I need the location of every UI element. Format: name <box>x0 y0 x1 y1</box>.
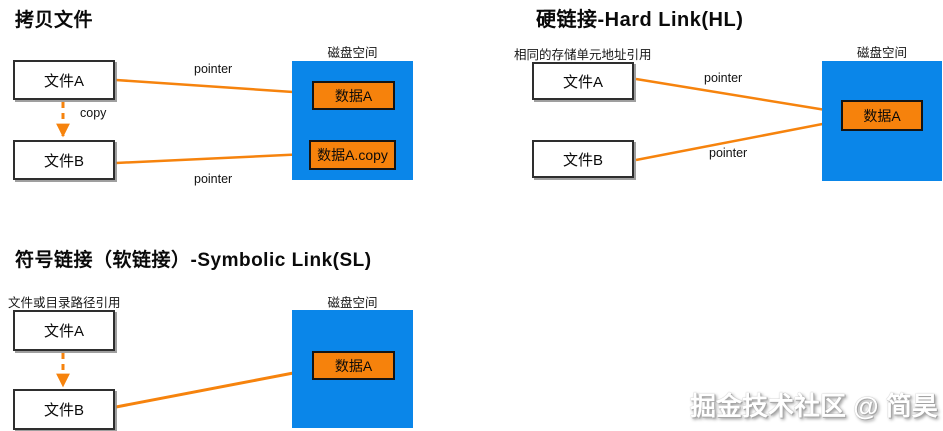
sl-disk-space-label: 磁盘空间 <box>327 296 378 310</box>
copy-data-a-copy-box: 数据A.copy <box>309 140 396 170</box>
copy-file-b-label: 文件B <box>43 152 84 170</box>
sl-data-a-label: 数据A <box>334 357 373 374</box>
hl-file-b-label: 文件B <box>562 151 603 169</box>
arrow-sl-fileb-to-dataa <box>115 365 311 409</box>
symbolic-link-ref-label: 文件或目录路径引用 <box>8 296 121 310</box>
hl-pointer-bottom-label: pointer <box>709 146 748 160</box>
hl-data-a-box: 数据A <box>841 100 923 131</box>
copy-disk-space-label: 磁盘空间 <box>327 46 378 60</box>
copy-data-a-box: 数据A <box>312 81 395 110</box>
arrow-copy-filea-to-dataa <box>115 78 310 99</box>
symbolic-link-diagram-title: 符号链接（软链接）-Symbolic Link(SL) <box>15 250 372 271</box>
arrow-copy-fileb-to-dataacopy <box>115 148 309 165</box>
hl-disk-space-label: 磁盘空间 <box>856 46 907 60</box>
hl-pointer-top-label: pointer <box>704 71 743 85</box>
sl-file-b-box: 文件B <box>13 389 115 430</box>
copy-pointer-bottom-label: pointer <box>194 172 233 186</box>
copy-file-b-box: 文件B <box>13 140 115 180</box>
copy-pointer-top-label: pointer <box>194 62 233 76</box>
copy-disk-panel: 数据A 数据A.copy <box>292 61 413 180</box>
sl-data-a-box: 数据A <box>312 351 395 380</box>
hl-disk-panel: 数据A <box>822 61 942 181</box>
hl-file-a-label: 文件A <box>562 73 603 91</box>
copy-file-a-box: 文件A <box>13 60 115 100</box>
copy-diagram-title: 拷贝文件 <box>15 10 94 31</box>
hl-file-b-box: 文件B <box>532 140 634 178</box>
hard-link-diagram-title: 硬链接-Hard Link(HL) <box>536 9 744 31</box>
copy-data-a-copy-label: 数据A.copy <box>317 147 388 163</box>
watermark: 掘金技术社区 @ 简昊 <box>690 391 938 421</box>
sl-disk-panel: 数据A <box>292 310 413 428</box>
sl-file-b-label: 文件B <box>43 402 84 419</box>
copy-data-a-label: 数据A <box>334 87 373 104</box>
hard-link-ref-label: 相同的存储单元地址引用 <box>514 48 652 62</box>
sl-file-a-box: 文件A <box>13 310 115 351</box>
sl-file-a-label: 文件A <box>43 323 84 340</box>
copy-arrow-label: copy <box>80 106 107 120</box>
hl-data-a-label: 数据A <box>863 107 901 124</box>
hl-file-a-box: 文件A <box>532 62 634 100</box>
copy-file-a-label: 文件A <box>43 72 84 90</box>
